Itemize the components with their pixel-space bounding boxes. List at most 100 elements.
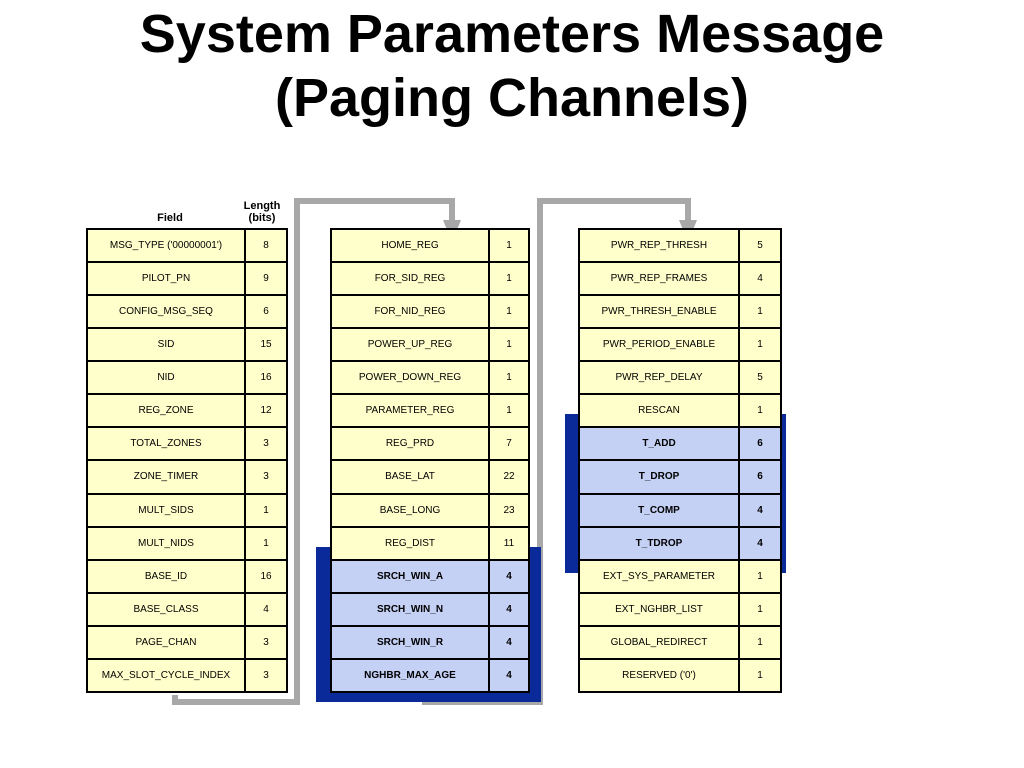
field-length-cell: 15 <box>244 327 288 363</box>
field-length-cell: 6 <box>738 426 782 462</box>
field-length-cell: 1 <box>244 492 288 528</box>
field-name-cell: T_ADD <box>578 426 740 462</box>
field-length-cell: 5 <box>738 227 782 264</box>
field-name-cell: PWR_PERIOD_ENABLE <box>578 327 740 363</box>
field-name-cell: POWER_DOWN_REG <box>330 360 490 396</box>
field-length-cell: 4 <box>488 624 530 660</box>
length-header-line2: (bits) <box>248 212 276 224</box>
arrow-col2-to-col3 <box>422 198 691 705</box>
field-row: RESERVED ('0')1 <box>578 657 782 694</box>
field-length-cell: 3 <box>244 657 288 694</box>
field-row: MSG_TYPE ('00000001')8 <box>86 227 288 264</box>
field-length-cell: 16 <box>244 360 288 396</box>
field-name-cell: SRCH_WIN_R <box>330 624 490 660</box>
field-name-cell: BASE_LONG <box>330 492 490 528</box>
field-name-cell: FOR_NID_REG <box>330 294 490 330</box>
field-length-cell: 4 <box>244 591 288 627</box>
field-name-cell: FOR_SID_REG <box>330 261 490 297</box>
field-name-cell: MSG_TYPE ('00000001') <box>86 227 246 264</box>
field-name-cell: POWER_UP_REG <box>330 327 490 363</box>
field-name-cell: SID <box>86 327 246 363</box>
field-name-cell: MAX_SLOT_CYCLE_INDEX <box>86 657 246 694</box>
field-name-cell: PILOT_PN <box>86 261 246 297</box>
field-length-cell: 3 <box>244 426 288 462</box>
field-length-cell: 4 <box>738 261 782 297</box>
field-name-cell: REG_PRD <box>330 426 490 462</box>
field-length-cell: 6 <box>738 459 782 495</box>
field-length-cell: 4 <box>488 657 530 694</box>
length-header-line1: Length <box>243 200 281 212</box>
field-length-cell: 4 <box>488 591 530 627</box>
field-length-cell: 4 <box>488 558 530 594</box>
field-name-cell: EXT_SYS_PARAMETER <box>578 558 740 594</box>
field-name-cell: NGHBR_MAX_AGE <box>330 657 490 694</box>
field-length-cell: 22 <box>488 459 530 495</box>
field-length-cell: 4 <box>738 492 782 528</box>
field-name-cell: PWR_REP_DELAY <box>578 360 740 396</box>
field-name-cell: BASE_CLASS <box>86 591 246 627</box>
field-name-cell: BASE_LAT <box>330 459 490 495</box>
field-name-cell: MULT_SIDS <box>86 492 246 528</box>
field-name-cell: SRCH_WIN_A <box>330 558 490 594</box>
field-length-cell: 1 <box>738 393 782 429</box>
field-name-cell: REG_ZONE <box>86 393 246 429</box>
field-header: Field <box>157 212 183 224</box>
field-name-cell: GLOBAL_REDIRECT <box>578 624 740 660</box>
field-name-cell: BASE_ID <box>86 558 246 594</box>
field-name-cell: REG_DIST <box>330 525 490 561</box>
field-length-cell: 1 <box>738 657 782 694</box>
field-name-cell: NID <box>86 360 246 396</box>
field-length-cell: 1 <box>738 327 782 363</box>
field-name-cell: RESCAN <box>578 393 740 429</box>
field-length-cell: 3 <box>244 624 288 660</box>
field-length-cell: 11 <box>488 525 530 561</box>
field-length-cell: 7 <box>488 426 530 462</box>
field-length-cell: 1 <box>244 525 288 561</box>
field-name-cell: CONFIG_MSG_SEQ <box>86 294 246 330</box>
arrow-col1-to-col2 <box>172 198 455 705</box>
field-length-cell: 1 <box>738 294 782 330</box>
field-name-cell: T_DROP <box>578 459 740 495</box>
field-name-cell: ZONE_TIMER <box>86 459 246 495</box>
field-name-cell: PWR_REP_FRAMES <box>578 261 740 297</box>
field-name-cell: HOME_REG <box>330 227 490 264</box>
field-name-cell: PWR_REP_THRESH <box>578 227 740 264</box>
field-length-cell: 1 <box>738 558 782 594</box>
field-name-cell: TOTAL_ZONES <box>86 426 246 462</box>
field-name-cell: EXT_NGHBR_LIST <box>578 591 740 627</box>
field-length-cell: 9 <box>244 261 288 297</box>
